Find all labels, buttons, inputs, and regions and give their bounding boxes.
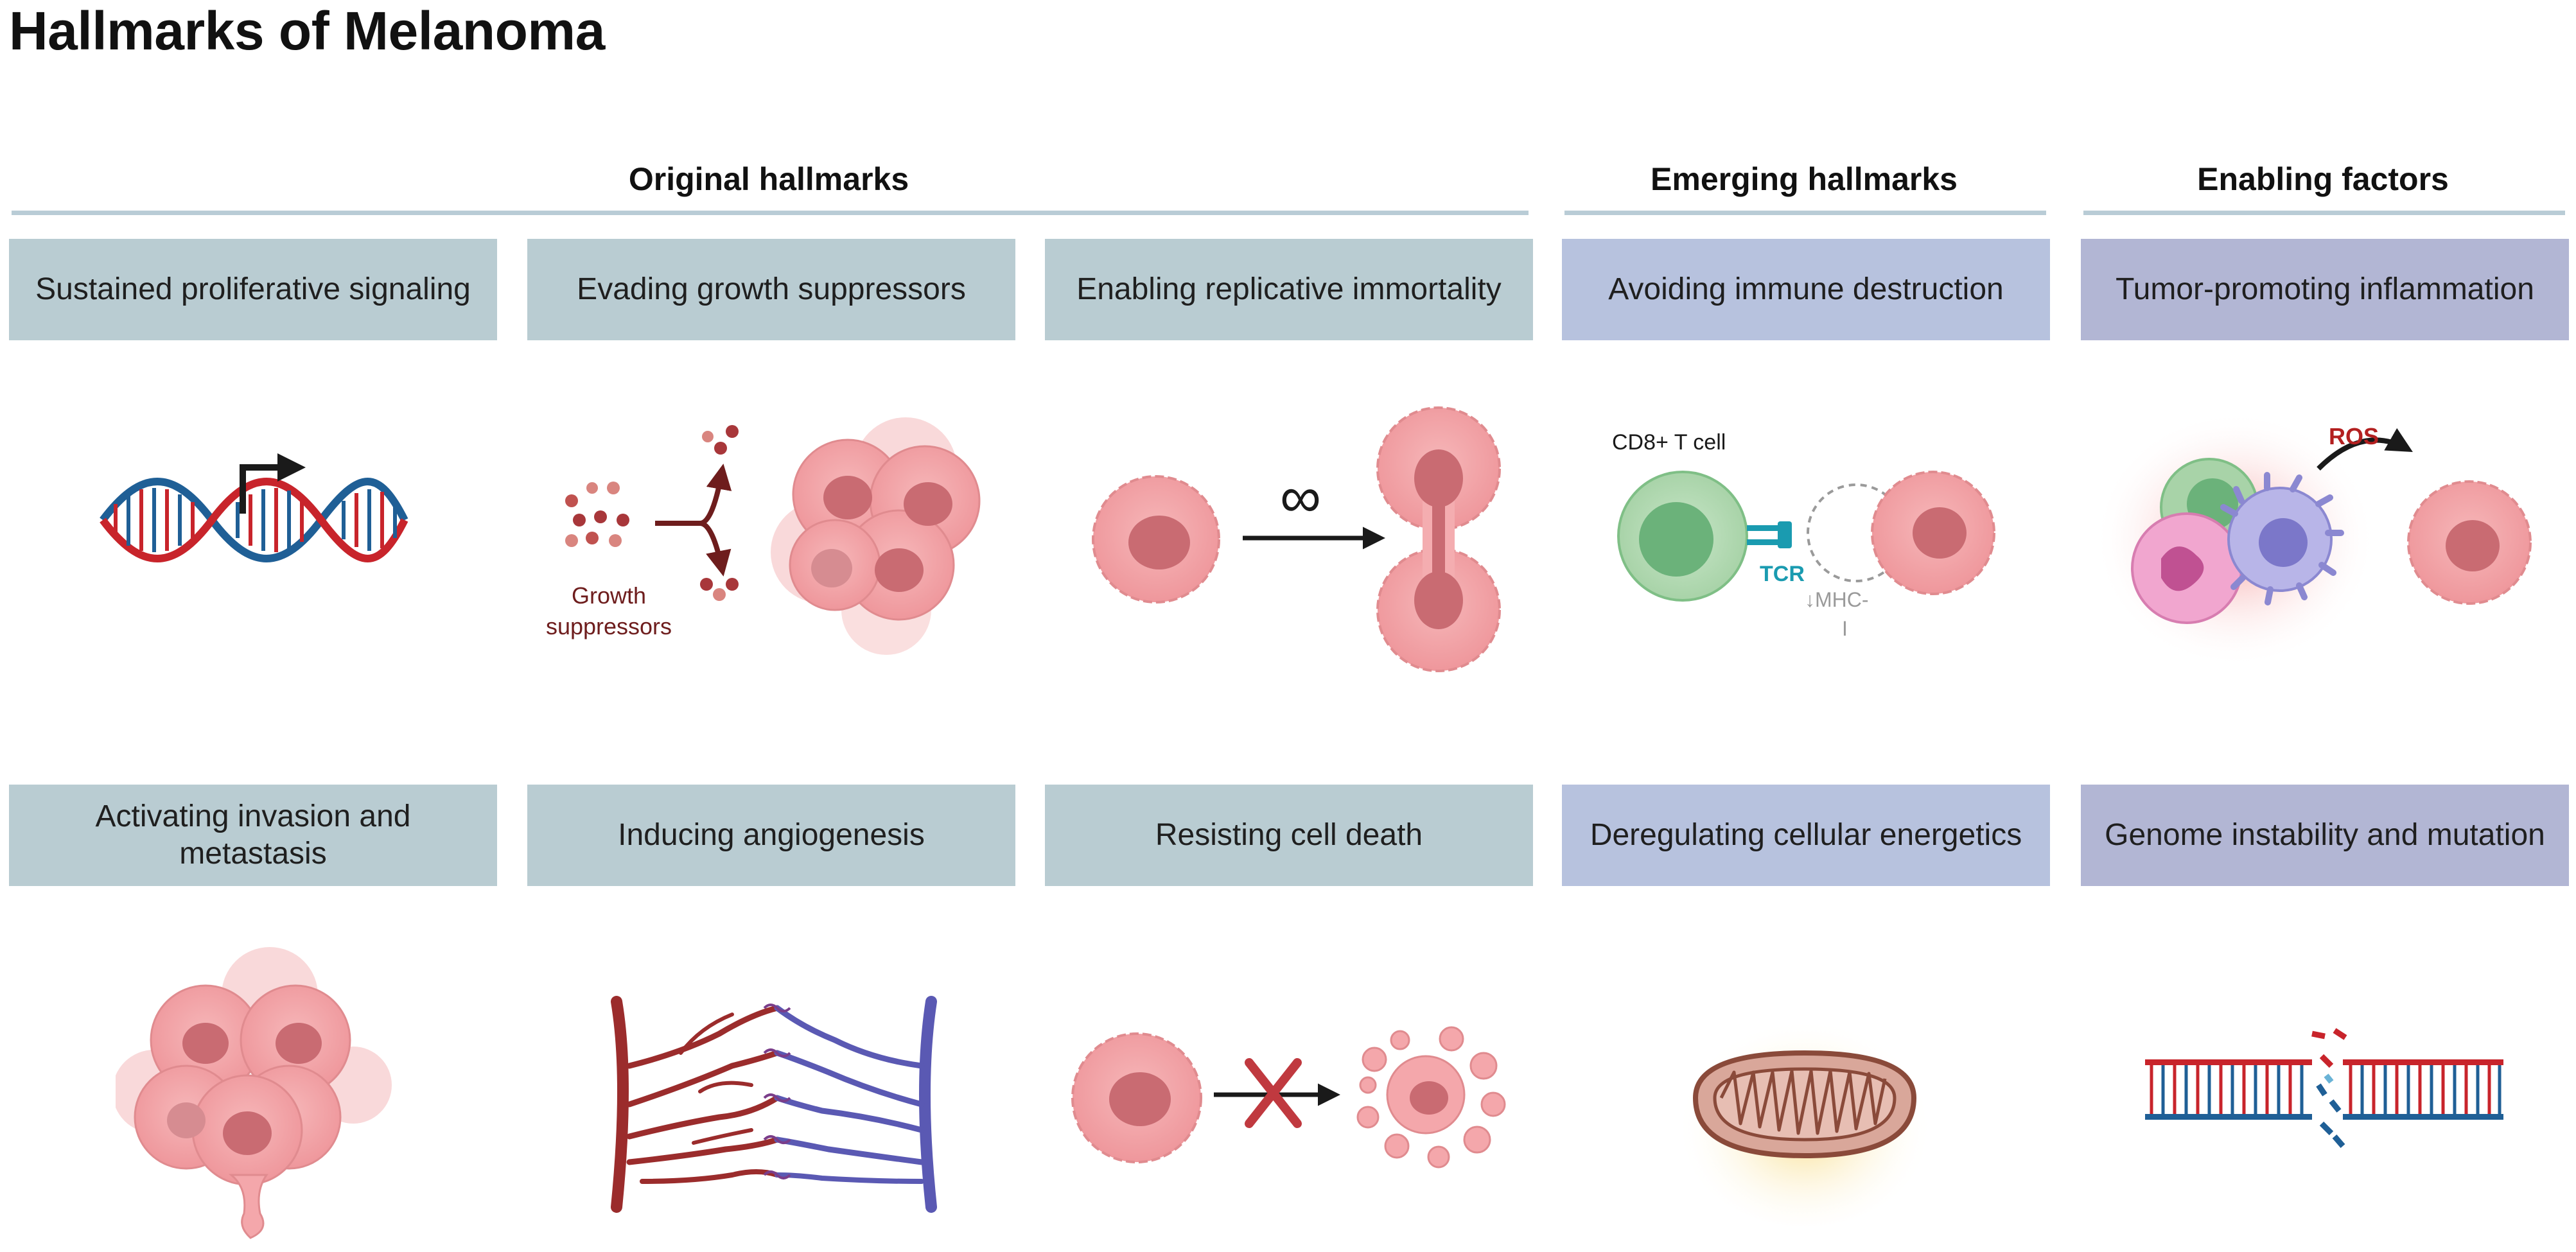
cell-left (1092, 475, 1220, 604)
healthy-cell (1071, 1032, 1202, 1163)
original-hallmarks-header: Original hallmarks (628, 161, 909, 197)
inflammation-illustration: ROS (2100, 411, 2532, 668)
emerging-hallmarks-header: Emerging hallmarks (1651, 161, 1958, 197)
tumor-cluster (771, 417, 981, 655)
replicative-immortality-illustration: ∞ (1092, 406, 1501, 672)
deflect-arrow-down-icon (699, 521, 732, 577)
enabling-factors-header: Enabling factors (2197, 161, 2449, 197)
dividing-cell (1376, 406, 1501, 672)
enabling-factors-divider (2083, 211, 2565, 215)
dna-helix (100, 478, 408, 562)
hallmark-inducing-angiogenesis: Inducing angiogenesis (527, 785, 1015, 886)
angiogenesis-illustration (611, 996, 937, 1213)
suppressor-dots (565, 425, 739, 601)
cd8-t-cell-label: CD8+ T cell (1612, 430, 1726, 455)
artery (611, 996, 780, 1213)
broken-strand-fragments (2311, 1028, 2347, 1148)
dna-promoter-illustration (100, 453, 408, 562)
resisting-cell-death-illustration (1071, 1026, 1506, 1169)
deflect-arrow-up-icon (655, 464, 732, 526)
ros-label: ROS (2329, 423, 2379, 449)
tumor-cell-target (1807, 471, 1995, 595)
mitochondrion-icon (1692, 1050, 1917, 1159)
tumor-cell-ros (2407, 480, 2532, 605)
emerging-hallmarks-divider (1564, 211, 2046, 215)
growth-label-line1: Growth (572, 582, 646, 609)
genome-instability-illustration (2145, 1028, 2503, 1148)
t-cell (1617, 471, 1748, 602)
immune-cells (2131, 458, 2344, 624)
dna-ladder-right (2343, 1059, 2503, 1120)
mhc-label-line2: I (1842, 617, 1848, 640)
hallmark-sustained-proliferative-signaling: Sustained proliferative signaling (9, 239, 497, 340)
tcr-label: TCR (1760, 562, 1805, 586)
capillaries (763, 1004, 791, 1179)
dendritic-cell (2220, 472, 2344, 605)
growth-label-line2: suppressors (546, 613, 672, 639)
infinity-symbol: ∞ (1280, 465, 1321, 530)
hallmark-activating-invasion-metastasis: Activating invasion and metastasis (9, 785, 497, 886)
hallmark-avoiding-immune-destruction: Avoiding immune destruction (1562, 239, 2050, 340)
mitochondrion-illustration (1676, 1008, 1933, 1226)
tumor-cluster-metastasis (116, 947, 392, 1239)
invasion-metastasis-illustration (116, 947, 392, 1239)
hallmark-resisting-cell-death: Resisting cell death (1045, 785, 1533, 886)
page-title: Hallmarks of Melanoma (9, 1, 605, 61)
hallmark-evading-growth-suppressors: Evading growth suppressors (527, 239, 1015, 340)
mhc-label-line1: ↓MHC- (1805, 588, 1869, 611)
original-hallmarks-divider (12, 211, 1529, 215)
growth-suppressors-illustration: Growth suppressors (546, 417, 981, 655)
immune-evasion-illustration: CD8+ T cell TCR ↓MHC- I (1612, 430, 1995, 640)
vein (774, 996, 937, 1213)
factor-tumor-promoting-inflammation: Tumor-promoting inflammation (2081, 239, 2569, 340)
hallmark-deregulating-cellular-energetics: Deregulating cellular energetics (1562, 785, 2050, 886)
tcr-receptor (1747, 521, 1792, 548)
cross-icon (1245, 1058, 1302, 1128)
hallmark-enabling-replicative-immortality: Enabling replicative immortality (1045, 239, 1533, 340)
dna-ladder-left (2145, 1059, 2312, 1120)
apoptotic-fragments (1356, 1026, 1506, 1169)
factor-genome-instability-mutation: Genome instability and mutation (2081, 785, 2569, 886)
promoter-arrow-icon (240, 464, 283, 514)
ros-arrow-icon (2317, 428, 2413, 471)
